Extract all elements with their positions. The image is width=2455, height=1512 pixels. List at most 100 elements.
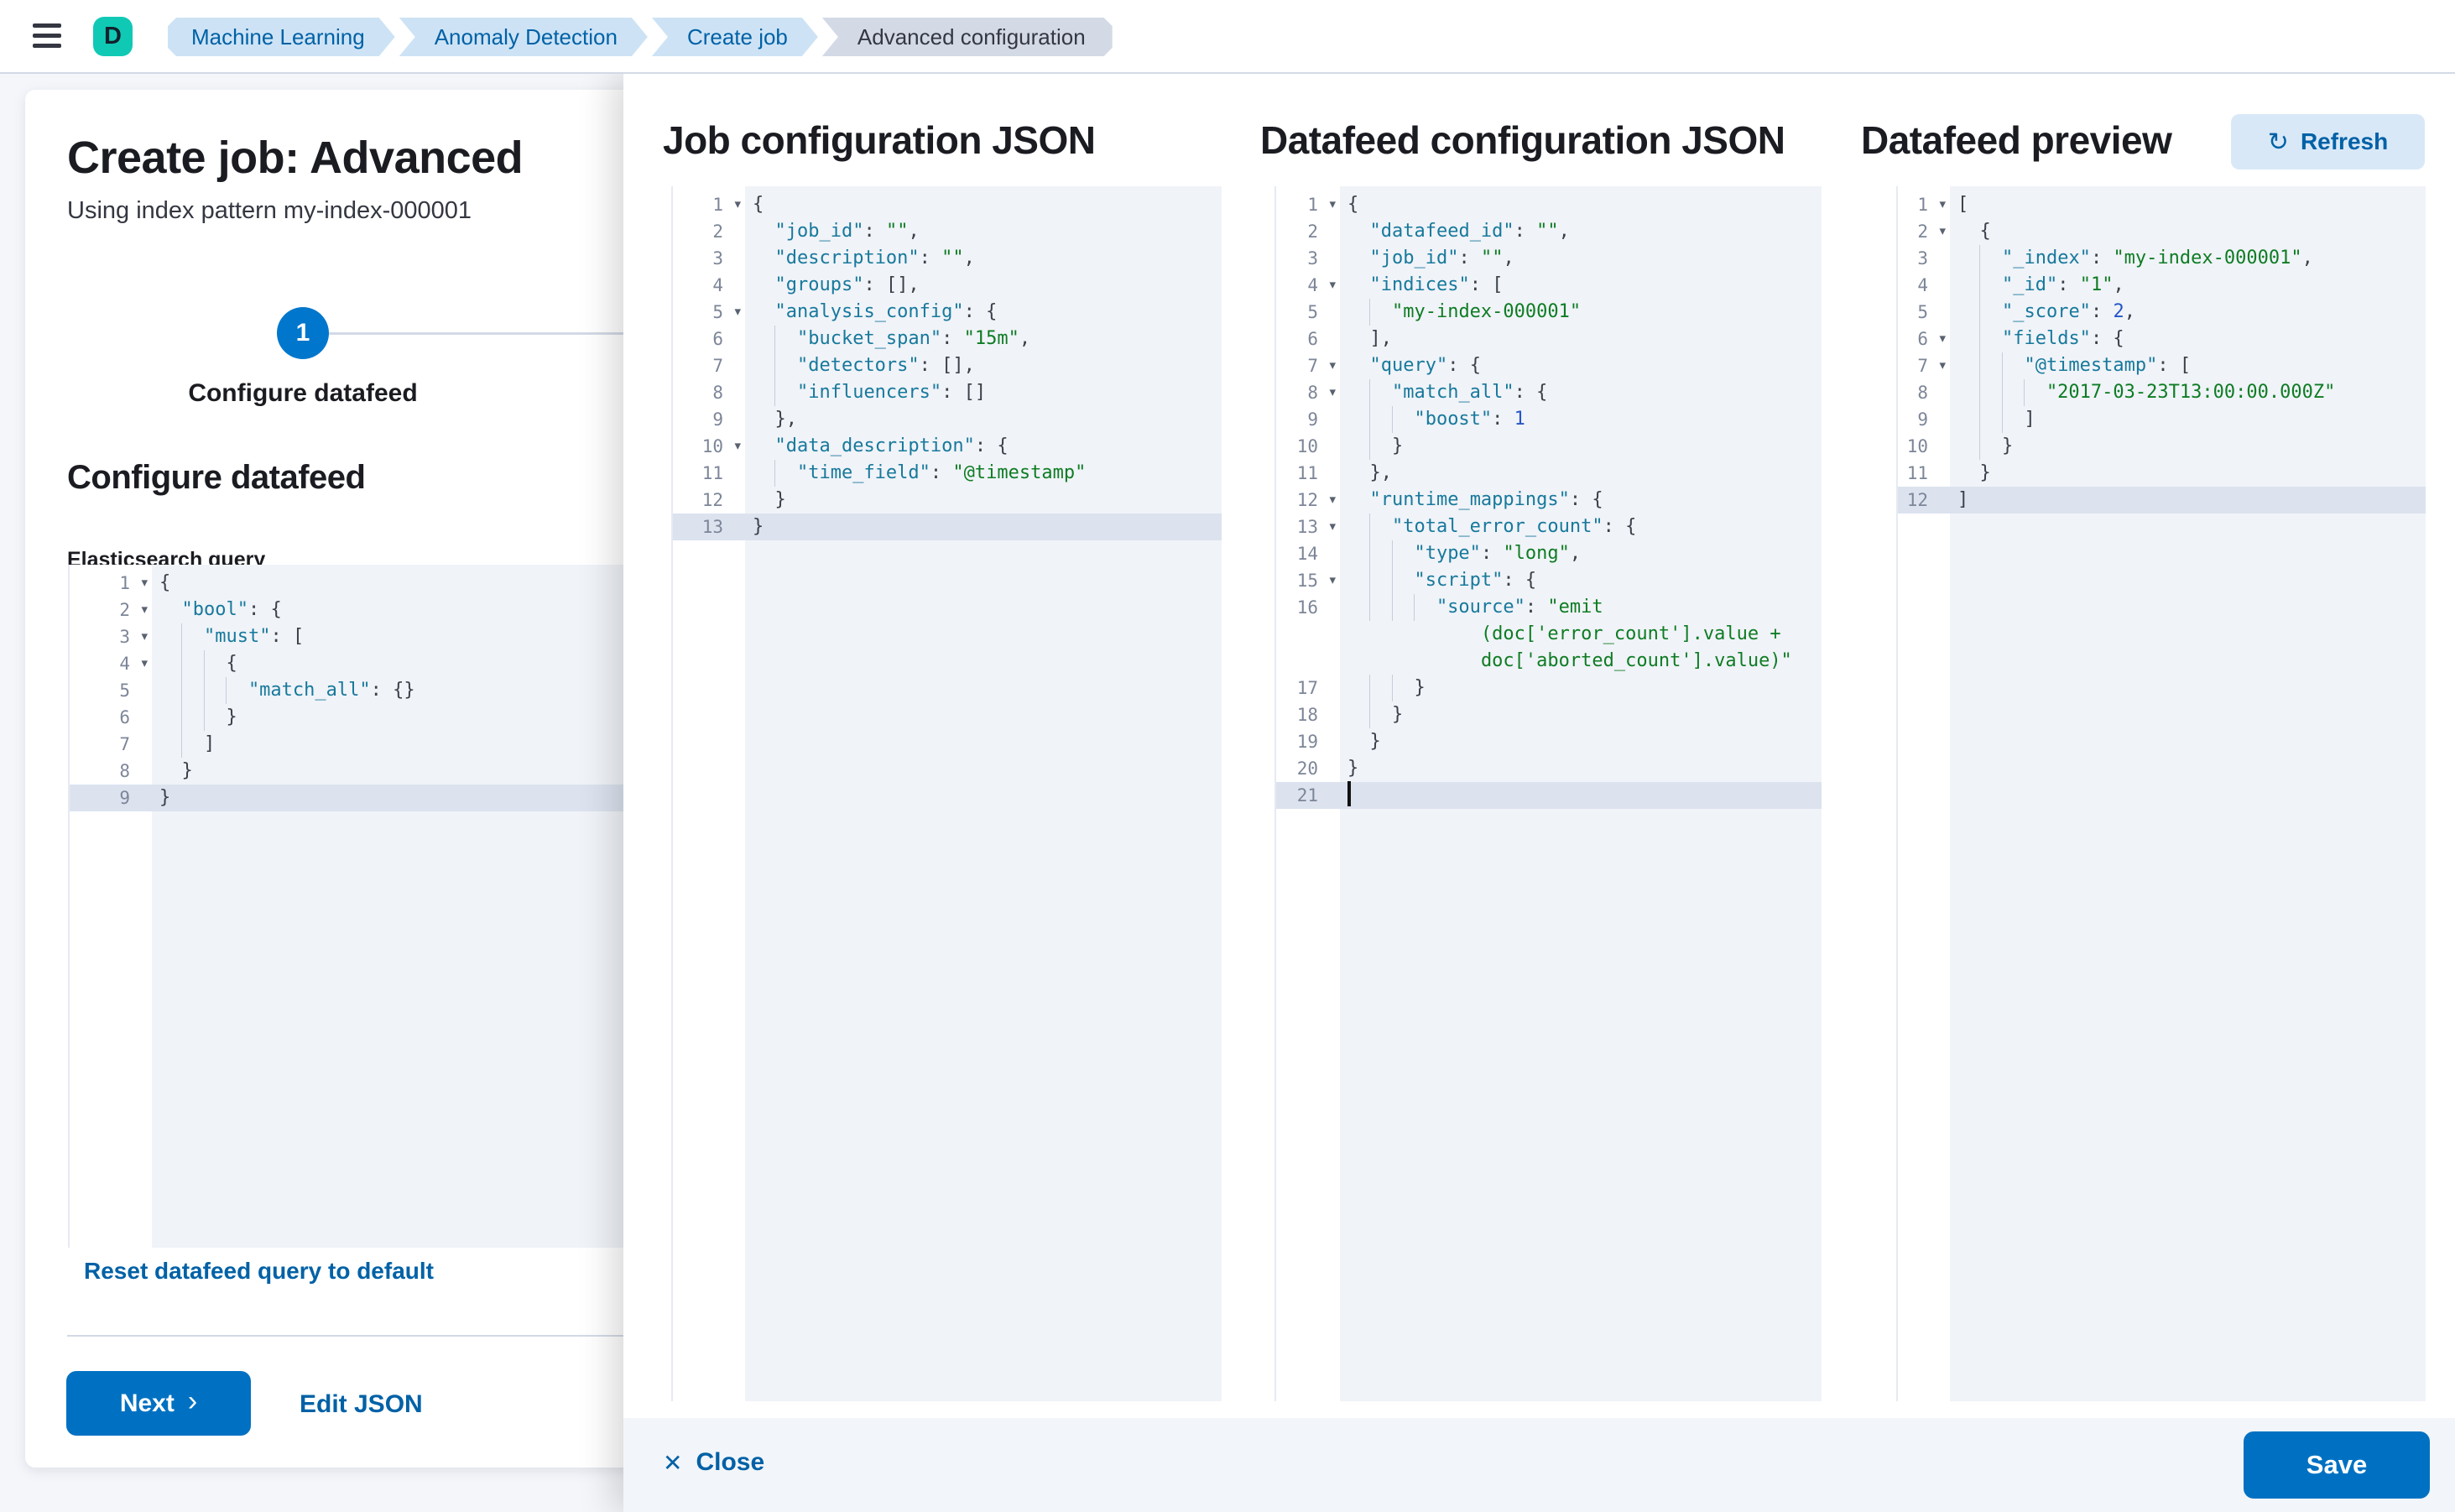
section-heading: Configure datafeed	[67, 459, 366, 496]
code-line: doc['aborted_count'].value)"	[1347, 650, 1792, 671]
save-button[interactable]: Save	[2244, 1431, 2430, 1499]
editor-gutter	[673, 186, 745, 1401]
edit-json-button[interactable]: Edit JSON	[300, 1390, 423, 1418]
fold-arrow-icon[interactable]: ▾	[1939, 358, 1946, 373]
code-line: 8▾"match_all": {	[1276, 379, 1822, 406]
code-line: 16"source": "emit	[1276, 594, 1822, 621]
code-line: 7▾"@timestamp": [	[1898, 352, 2426, 379]
refresh-button[interactable]: ↻ Refresh	[2231, 114, 2425, 169]
code-line: 15▾"script": {	[1276, 567, 1822, 594]
fold-arrow-icon[interactable]: ▾	[141, 656, 148, 670]
code-line: 2▾{	[1898, 218, 2426, 245]
code-line: 18}	[1276, 701, 1822, 728]
job-configuration-editor[interactable]: 1▾{2"job_id": "",3"description": "",4"gr…	[671, 186, 1222, 1401]
code-line: 7"detectors": [],	[673, 352, 1222, 379]
step-1-indicator[interactable]: 1	[277, 307, 329, 359]
close-icon: ✕	[663, 1449, 683, 1476]
code-line: 2"datafeed_id": "",	[1307, 221, 1570, 242]
datafeed-preview-editor[interactable]: 1▾[2▾{3"_index": "my-index-000001",4"_id…	[1896, 186, 2426, 1401]
breadcrumb-item-machine-learning[interactable]: Machine Learning	[168, 18, 395, 56]
divider	[67, 1335, 666, 1337]
code-line: 8"influencers": []	[673, 379, 1222, 406]
code-line: 6▾"fields": {	[1898, 326, 2426, 352]
code-line: (doc['error_count'].value +	[1347, 623, 1781, 644]
code-line: 9}	[70, 785, 666, 811]
code-line: 1▾{	[1276, 191, 1822, 218]
close-button[interactable]: ✕ Close	[663, 1448, 764, 1477]
code-line: 11"time_field": "@timestamp"	[673, 460, 1222, 487]
code-line: 17}	[1276, 675, 1822, 701]
code-line: 21	[1276, 781, 1822, 809]
hamburger-menu-icon[interactable]	[33, 23, 61, 50]
breadcrumb-item-anomaly-detection[interactable]: Anomaly Detection	[399, 18, 648, 56]
step-progress-line	[329, 332, 666, 335]
editor-gutter	[1898, 186, 1950, 1401]
code-line: 3"job_id": "",	[1307, 248, 1514, 269]
breadcrumb-item-create-job[interactable]: Create job	[652, 18, 818, 56]
code-line: 5"match_all": {}	[70, 677, 666, 704]
code-line: 4"groups": [],	[712, 274, 920, 295]
code-line: 5▾"analysis_config": {	[673, 299, 1222, 326]
page-title: Create job: Advanced	[67, 133, 524, 183]
job-configuration-title: Job configuration JSON	[663, 118, 1096, 162]
code-line: 12}	[701, 489, 786, 510]
page-subtitle: Using index pattern my-index-000001	[67, 197, 472, 224]
code-line: 14"type": "long",	[1276, 540, 1822, 567]
breadcrumb-item-advanced-configuration: Advanced configuration	[822, 18, 1113, 56]
code-line: 3"_index": "my-index-000001",	[1898, 245, 2426, 272]
code-line: 8"2017-03-23T13:00:00.000Z"	[1898, 379, 2426, 406]
next-button[interactable]: Next ›	[66, 1371, 251, 1436]
code-line: 11},	[1296, 462, 1392, 483]
editor-gutter	[70, 565, 152, 1248]
fold-arrow-icon[interactable]: ▾	[1939, 197, 1946, 211]
fold-arrow-icon[interactable]: ▾	[1329, 493, 1336, 507]
fold-arrow-icon[interactable]: ▾	[1329, 573, 1336, 587]
fold-arrow-icon[interactable]: ▾	[1329, 278, 1336, 292]
fold-arrow-icon[interactable]: ▾	[141, 602, 148, 617]
code-line: 4"_id": "1",	[1898, 272, 2426, 299]
code-line: 7]	[70, 731, 666, 758]
advanced-configuration-flyout: Job configuration JSON Datafeed configur…	[623, 74, 2455, 1512]
fold-arrow-icon[interactable]: ▾	[734, 439, 741, 453]
code-line: 1▾{	[70, 570, 666, 597]
datafeed-configuration-editor[interactable]: 1▾{ 2"datafeed_id": "", 3"job_id": "", 4▾"i…	[1274, 186, 1822, 1401]
code-line: 9]	[1898, 406, 2426, 433]
code-line: 11}	[1906, 462, 1991, 483]
space-avatar[interactable]: D	[93, 17, 133, 56]
fold-arrow-icon[interactable]: ▾	[141, 629, 148, 644]
fold-arrow-icon[interactable]: ▾	[1329, 519, 1336, 534]
code-line: 2▾"bool": {	[70, 597, 666, 623]
datafeed-preview-title: Datafeed preview	[1861, 118, 2172, 162]
code-line: 5"_score": 2,	[1898, 299, 2426, 326]
fold-arrow-icon[interactable]: ▾	[734, 305, 741, 319]
close-button-label: Close	[696, 1448, 765, 1476]
code-line: 12▾"runtime_mappings": {	[1276, 487, 1822, 514]
code-line: 10}	[1898, 433, 2426, 460]
code-line: 4▾{	[70, 650, 666, 677]
code-line: 4▾"indices": [	[1276, 272, 1822, 299]
code-line: 13▾"total_error_count": {	[1276, 514, 1822, 540]
next-button-label: Next	[119, 1389, 175, 1417]
code-line: 10}	[1276, 433, 1822, 460]
refresh-icon: ↻	[2267, 128, 2289, 156]
create-job-wizard-panel: Create job: Advanced Using index pattern…	[25, 90, 666, 1468]
code-line: 1▾[	[1898, 191, 2426, 218]
fold-arrow-icon[interactable]: ▾	[141, 576, 148, 590]
code-line: 10▾"data_description": {	[673, 433, 1222, 460]
fold-arrow-icon[interactable]: ▾	[734, 197, 741, 211]
fold-arrow-icon[interactable]: ▾	[1329, 358, 1336, 373]
chevron-right-icon: ›	[187, 1385, 198, 1417]
code-line: 6],	[1307, 328, 1392, 349]
fold-arrow-icon[interactable]: ▾	[1329, 385, 1336, 399]
datafeed-configuration-title: Datafeed configuration JSON	[1260, 118, 1785, 162]
code-line: 2"job_id": "",	[712, 221, 920, 242]
fold-arrow-icon[interactable]: ▾	[1939, 331, 1946, 346]
elasticsearch-query-editor[interactable]: 1▾{2▾"bool": {3▾"must": [4▾{5"match_all"…	[68, 565, 666, 1248]
fold-arrow-icon[interactable]: ▾	[1939, 224, 1946, 238]
refresh-button-label: Refresh	[2300, 128, 2389, 154]
reset-datafeed-query-link[interactable]: Reset datafeed query to default	[84, 1258, 434, 1284]
code-line: 5"my-index-000001"	[1276, 299, 1822, 326]
fold-arrow-icon[interactable]: ▾	[1329, 197, 1336, 211]
